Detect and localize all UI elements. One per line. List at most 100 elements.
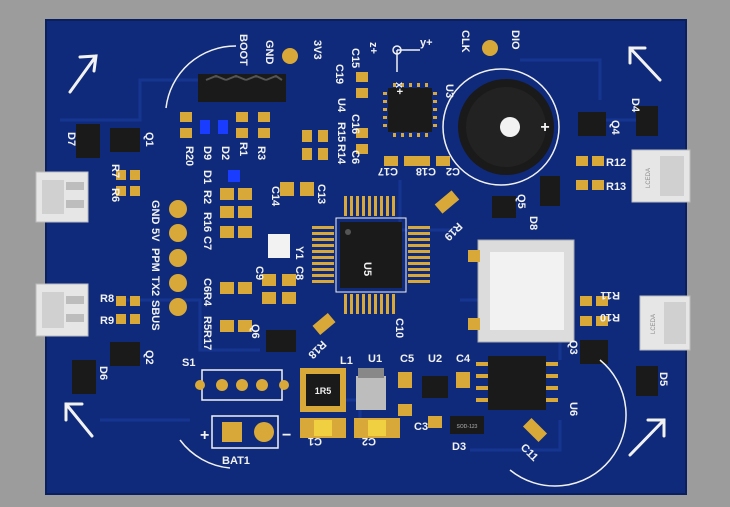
- y1-crystal: [268, 234, 290, 258]
- passive-pads: [116, 72, 608, 428]
- label-q2: Q2: [143, 350, 155, 365]
- label-d7: D7: [65, 132, 77, 146]
- label-d8: D8: [527, 216, 539, 230]
- label-d1: D1: [201, 170, 213, 184]
- connector-bottom-right: LCEDA: [639, 295, 691, 351]
- label-inductor-value: 1R5: [315, 386, 332, 396]
- label-r5r17: R5R17: [201, 316, 213, 350]
- label-bat1: BAT1: [222, 455, 250, 467]
- connector-marking: LCEDA: [651, 314, 657, 334]
- label-d6: D6: [97, 366, 109, 380]
- label-c13: C13: [315, 184, 327, 204]
- label-c3: C3: [414, 421, 428, 433]
- label-c6r4: C6R4: [201, 278, 213, 307]
- label-x-plus: x+: [393, 82, 405, 95]
- led-d1: [228, 170, 240, 182]
- label-d9: D9: [201, 146, 213, 160]
- q6-body: [266, 330, 296, 352]
- label-minus: −: [282, 427, 291, 444]
- s1-switch: [195, 369, 289, 401]
- label-r8: R8: [100, 293, 114, 305]
- d4-body: [636, 106, 658, 136]
- silk-arc: [165, 45, 237, 109]
- plus-icon: +: [540, 119, 549, 136]
- label-r14: R14: [335, 144, 347, 165]
- connector-marking: LCEDA: [646, 168, 652, 188]
- q2-body: [110, 342, 140, 366]
- label-c17: C17: [378, 165, 398, 177]
- label-r10: R10: [600, 311, 620, 323]
- label-pin-gnd: GND: [149, 200, 161, 225]
- label-dio: DIO: [509, 30, 521, 50]
- axis-marker: [392, 45, 420, 72]
- connector-bottom-left: [35, 283, 89, 337]
- label-pin-ppm: PPM: [149, 248, 161, 272]
- u6-body: [488, 356, 546, 410]
- label-c4: C4: [456, 353, 471, 365]
- q4-body: [578, 112, 606, 136]
- connector-top-right: LCEDA: [631, 149, 691, 203]
- q3-body: [580, 340, 608, 364]
- label-c8: C8: [293, 266, 305, 280]
- label-y1: Y1: [293, 246, 305, 259]
- label-c1: C1: [308, 435, 322, 447]
- arrow-bottom-right-icon: [628, 418, 666, 457]
- label-gnd-top: GND: [263, 40, 275, 65]
- label-l1: L1: [340, 355, 353, 367]
- label-q1: Q1: [143, 132, 155, 147]
- u6-pins: [476, 362, 558, 402]
- label-clk: CLK: [459, 30, 471, 53]
- label-z-plus: z+: [367, 42, 379, 54]
- label-pin-tx2: TX2: [149, 276, 161, 296]
- label-r7: R7: [109, 164, 121, 178]
- label-c14: C14: [269, 186, 281, 207]
- label-pin-sbus: SBUS: [149, 300, 161, 331]
- label-u1: U1: [368, 353, 382, 365]
- label-d3: D3: [452, 441, 466, 453]
- label-q3: Q3: [567, 340, 579, 355]
- label-s1: S1: [182, 357, 195, 369]
- silk-arc: [179, 439, 231, 469]
- r18-res: [312, 312, 336, 336]
- d6-body: [72, 360, 96, 394]
- label-u4: U4: [335, 98, 347, 113]
- connector-top-left: [35, 171, 89, 223]
- d3-body: [450, 416, 484, 434]
- d7-body: [76, 124, 100, 158]
- status-leds: [200, 120, 240, 182]
- label-pin-5v: 5V: [149, 228, 161, 242]
- led-d9: [200, 120, 210, 134]
- label-r1: R1: [237, 142, 249, 156]
- label-u6: U6: [567, 402, 579, 416]
- label-u5: U5: [361, 262, 373, 276]
- label-y-plus: y+: [420, 37, 433, 49]
- label-r16: R16: [201, 212, 213, 232]
- label-r6: R6: [109, 188, 121, 202]
- label-q6: Q6: [249, 324, 261, 339]
- usb-c-port: [468, 239, 575, 343]
- u5-pins: [312, 196, 430, 314]
- boot-header: [198, 40, 498, 102]
- arrow-bottom-left-icon: [64, 402, 94, 438]
- board-edge: [45, 19, 687, 495]
- u5-mcu: [335, 217, 407, 293]
- label-c15: C15: [349, 48, 361, 68]
- label-d2: D2: [219, 146, 231, 160]
- label-r15: R15: [335, 122, 347, 142]
- r19-res: [434, 190, 460, 214]
- label-r9: R9: [100, 315, 114, 327]
- label-c2-top: C2: [446, 165, 460, 177]
- label-3v3: 3V3: [311, 40, 323, 60]
- label-d5: D5: [657, 372, 669, 386]
- arrow-top-left-icon: [68, 54, 98, 94]
- label-c9: C9: [253, 266, 265, 280]
- led-d2: [218, 120, 228, 134]
- power-section: [300, 368, 400, 438]
- silk-arc: [509, 359, 627, 487]
- buzzer: +: [442, 68, 560, 186]
- label-boot: BOOT: [237, 34, 249, 66]
- d5-body: [636, 366, 658, 396]
- q5-body: [492, 196, 516, 218]
